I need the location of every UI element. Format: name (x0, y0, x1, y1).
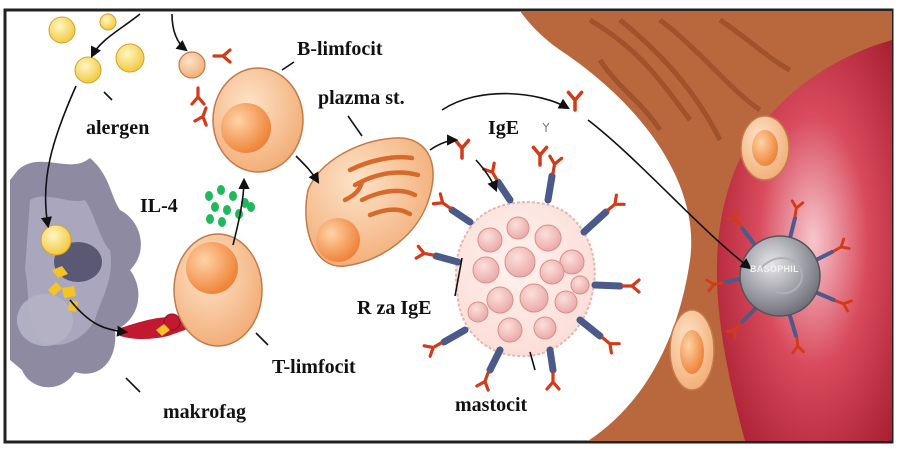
allergen-particles (48, 13, 145, 84)
endothelial-cells (669, 115, 790, 391)
label-basophil: BASOPHIL (750, 264, 799, 274)
pathway-arrows (40, 13, 752, 393)
label-il4: IL-4 (140, 195, 178, 217)
macrophage (10, 158, 141, 388)
basophil (705, 199, 853, 355)
b-lymphocyte (212, 67, 304, 173)
label-macrophage: makrofag (163, 401, 246, 423)
mast-cell (455, 201, 596, 358)
t-lymphocyte (173, 233, 263, 347)
free-ige (453, 90, 584, 167)
label-allergen: alergen (86, 117, 150, 139)
label-mast-cell: mastocit (455, 394, 528, 416)
label-b-lymphocyte: B-limfocit (297, 38, 383, 60)
label-plasma-cell: plazma st. (318, 87, 405, 109)
ige-receptors (414, 154, 641, 392)
plasma-cell (305, 137, 434, 267)
b-cell-precursor (178, 48, 244, 127)
label-t-lymphocyte: T-limfocit (272, 356, 356, 378)
il4-cytokines (205, 185, 255, 227)
label-ige: IgE (488, 117, 520, 139)
label-ige-receptor: R za IgE (357, 297, 432, 319)
